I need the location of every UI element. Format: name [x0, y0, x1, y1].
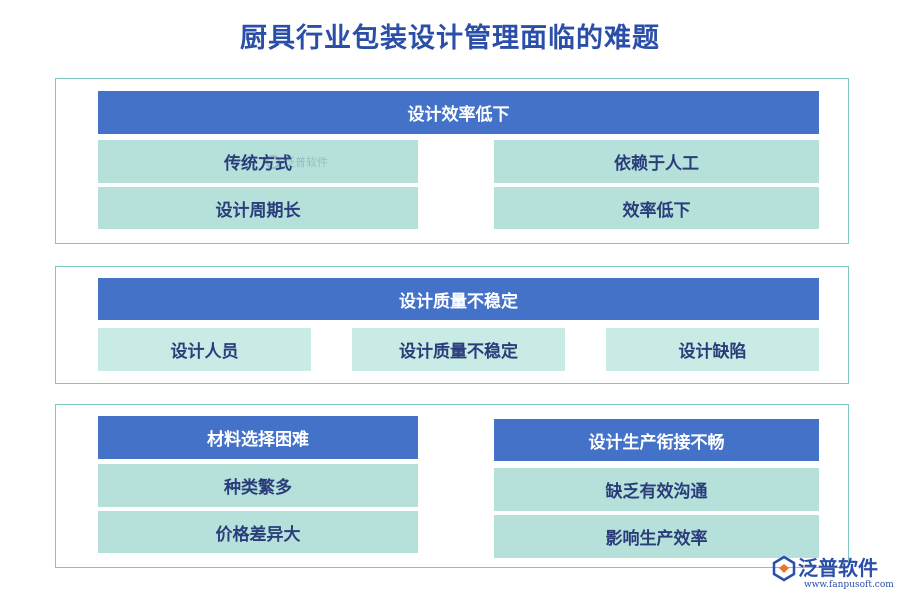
watermark-logo: 泛普软件: [265, 150, 345, 174]
brand-name: 泛普软件: [798, 556, 878, 580]
cell-price-difference: 价格差异大: [98, 511, 418, 553]
cell-design-defects: 设计缺陷: [606, 328, 819, 371]
cell-traditional-method: 传统方式: [98, 140, 418, 183]
header-design-efficiency: 设计效率低下: [98, 91, 819, 134]
cell-manual-dependence: 依赖于人工: [494, 140, 819, 183]
header-design-production: 设计生产衔接不畅: [494, 419, 819, 461]
cell-designers: 设计人员: [98, 328, 311, 371]
fanpu-logo-icon: [266, 155, 280, 169]
header-material-selection: 材料选择困难: [98, 416, 418, 459]
brand-logo: 泛普软件 www.fanpusoft.com: [768, 552, 896, 598]
cell-lack-communication: 缺乏有效沟通: [494, 468, 819, 511]
watermark-brand: 泛普软件: [284, 156, 328, 169]
header-design-quality: 设计质量不稳定: [98, 278, 819, 320]
fanpu-logo-icon: [772, 555, 796, 582]
cell-low-efficiency: 效率低下: [494, 187, 819, 229]
cell-quality-unstable: 设计质量不稳定: [352, 328, 565, 371]
page-title: 厨具行业包装设计管理面临的难题: [240, 23, 660, 54]
cell-long-cycle: 设计周期长: [98, 187, 418, 229]
brand-url: www.fanpusoft.com: [804, 580, 894, 590]
cell-production-efficiency: 影响生产效率: [494, 515, 819, 558]
cell-many-types: 种类繁多: [98, 464, 418, 507]
